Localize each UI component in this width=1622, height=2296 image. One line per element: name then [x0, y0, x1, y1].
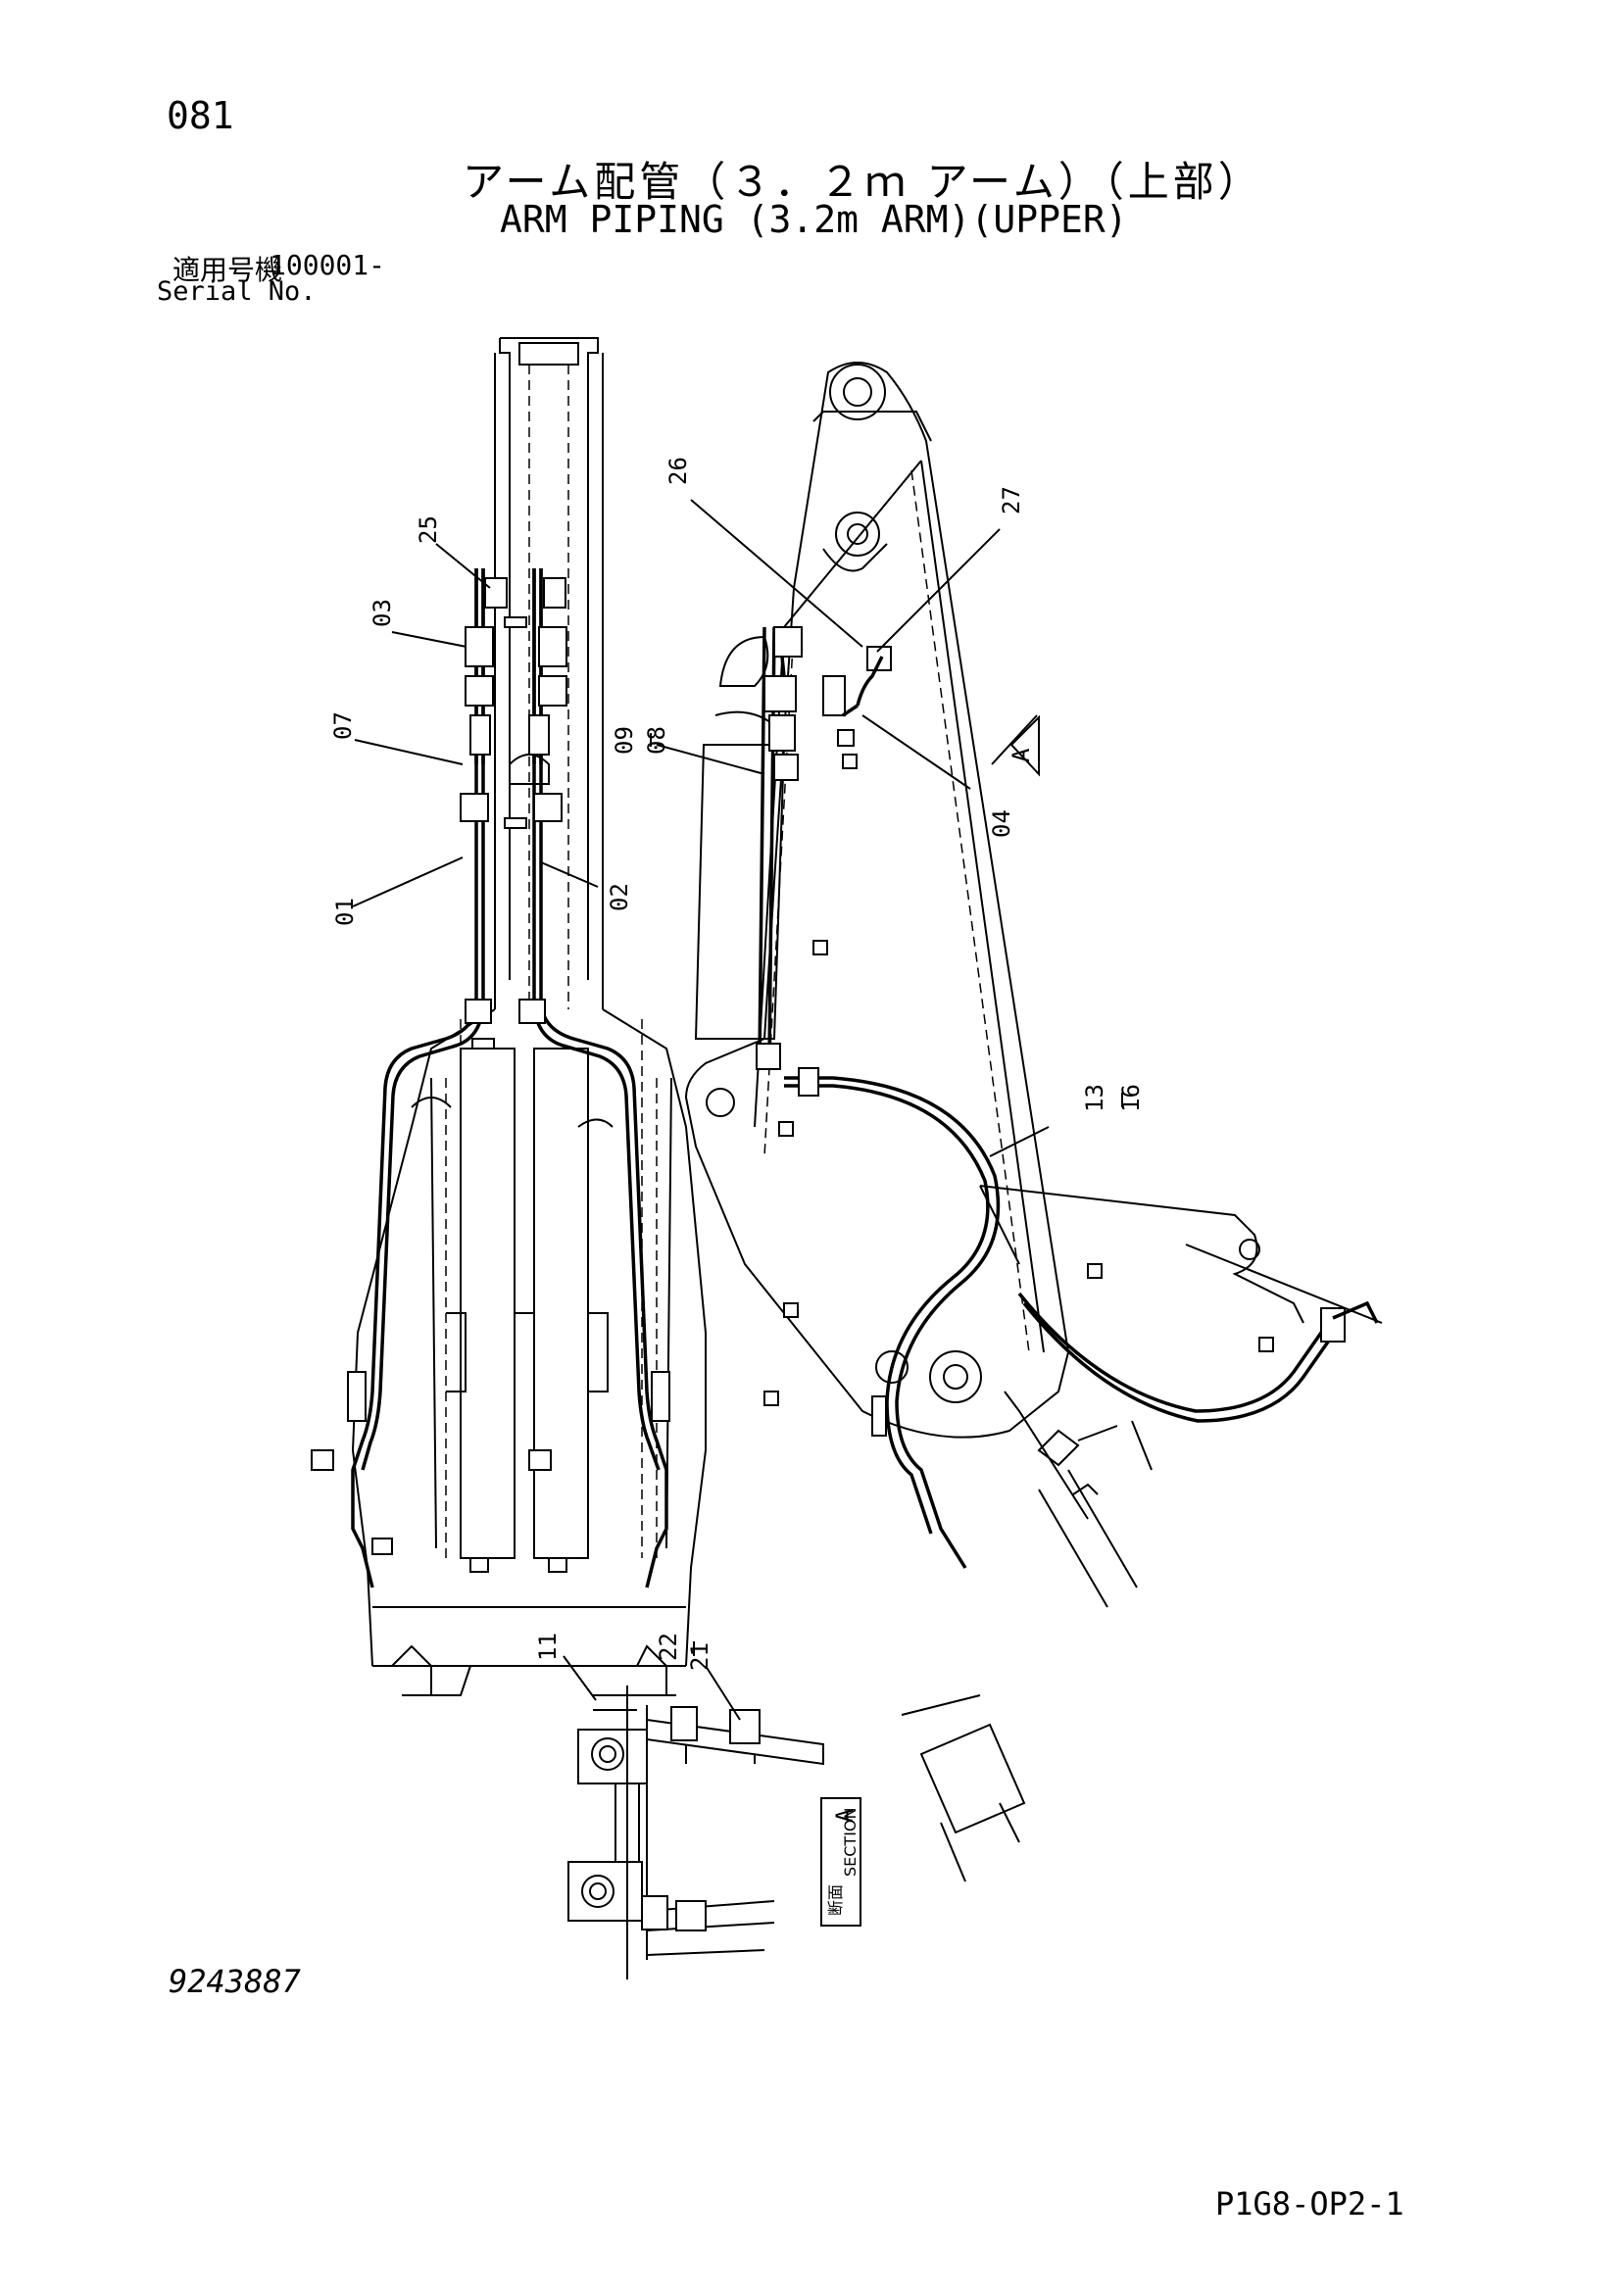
- drawing-number: 9243887: [169, 1963, 301, 2000]
- serial-number-value: 100001-: [270, 249, 386, 281]
- page-code: P1G8-OP2-1: [1215, 2185, 1404, 2223]
- callout-22: 22: [655, 1633, 682, 1661]
- view-marker-letter: A: [1008, 748, 1035, 762]
- callout-03: 03: [369, 599, 396, 627]
- serial-label-japanese: 適用号機: [172, 254, 283, 286]
- pipe-fittings-right: [469, 577, 670, 1573]
- callout-09: 09: [611, 726, 638, 755]
- page-title-english: ARM PIPING (3.2m ARM)(UPPER): [500, 198, 1128, 241]
- callout-25: 25: [415, 515, 442, 544]
- callout-26: 26: [664, 457, 692, 485]
- callout-21: 21: [686, 1642, 713, 1671]
- callout-27: 27: [998, 486, 1025, 514]
- callout-07: 07: [329, 711, 357, 740]
- callout-13: 13: [1081, 1084, 1108, 1112]
- view-arrow-marker: A: [991, 714, 1040, 777]
- leader-lines: [352, 499, 1050, 1721]
- section-a-detail: [567, 1685, 824, 1979]
- callout-labels: 25 03 07 01 02 26 27 09 08 04 13 16 11 2…: [329, 457, 1145, 1671]
- section-label-en: SECTION: [841, 1808, 860, 1878]
- arm-top-view: [311, 337, 707, 1696]
- serial-label-english: Serial No.: [157, 276, 317, 307]
- callout-01: 01: [331, 898, 359, 926]
- callout-11: 11: [534, 1633, 562, 1661]
- page-number: 081: [167, 94, 234, 137]
- section-label-jp: 断面: [826, 1884, 845, 1916]
- pipe-fittings-left: [311, 577, 508, 1555]
- callout-04: 04: [988, 809, 1015, 838]
- callout-08: 08: [643, 726, 670, 755]
- arm-side-view: [684, 362, 1383, 1882]
- callout-02: 02: [606, 883, 633, 911]
- section-label-letter: A: [831, 1808, 859, 1823]
- page-title-japanese: アーム配管（３．２ｍ アーム）（上部）: [463, 158, 1263, 206]
- section-a-label: 断面 SECTION A: [820, 1797, 861, 1927]
